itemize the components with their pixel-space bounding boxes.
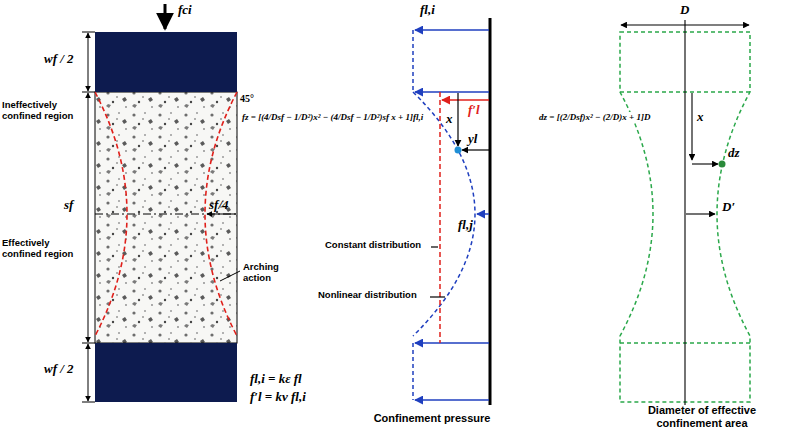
angle-label: 45° xyxy=(240,93,254,105)
variable-label: x xyxy=(697,110,704,125)
pressure-point xyxy=(455,147,462,154)
variable-label: dz xyxy=(728,146,740,161)
dimension-label: sf xyxy=(64,198,73,213)
diameter-arrows xyxy=(686,213,715,214)
measure-arrows xyxy=(431,246,438,247)
variable-label: yl xyxy=(468,132,477,147)
dimension-lines xyxy=(82,343,95,344)
pressure-wall xyxy=(490,18,491,405)
arching-curves xyxy=(95,92,237,336)
pressure-arrows-blue xyxy=(415,91,489,93)
specimen xyxy=(95,32,237,402)
pressure-label: fl,j xyxy=(458,218,473,233)
diameter-point xyxy=(719,161,726,168)
measure-arrows xyxy=(462,149,489,150)
pressure-arrows-blue xyxy=(413,30,489,400)
equation: fz = [(4/Dsf − 1/D²)x² − (4/Dsf − 1/D²)s… xyxy=(241,112,424,122)
constant-pressure xyxy=(440,92,489,343)
pressure-point xyxy=(455,147,462,154)
dimension-label: wf / 2 xyxy=(44,362,74,377)
constant-pressure xyxy=(442,99,489,101)
formula-label: f′l = kv fl,i xyxy=(250,390,306,405)
diameter-arrows xyxy=(621,20,749,405)
dimension-label: sf/4 xyxy=(209,198,229,213)
dimension-lines xyxy=(82,92,95,93)
panel-caption: Confinement pressure xyxy=(362,412,502,425)
dimension-lines xyxy=(82,402,95,403)
measure-arrows xyxy=(457,93,458,146)
specimen xyxy=(95,92,237,343)
note-label: Constant distribution xyxy=(325,240,421,251)
arching-curves xyxy=(205,92,237,336)
dimension-lines xyxy=(82,32,95,33)
measure-arrows xyxy=(430,296,445,297)
pressure-arrows-blue xyxy=(415,342,489,344)
diameter-arrows xyxy=(684,20,685,405)
variable-label: x xyxy=(446,112,453,127)
diameter-arrows xyxy=(691,93,692,160)
constant-pressure xyxy=(439,92,441,343)
diameter-arrows xyxy=(692,163,718,164)
pressure-arrows-blue xyxy=(477,213,489,215)
dimension-label: D xyxy=(680,3,689,18)
dimension-lines xyxy=(88,93,89,342)
dimension-lines xyxy=(88,33,89,91)
region-label: Ineffectively confined region xyxy=(2,100,80,122)
specimen xyxy=(95,32,237,92)
pressure-arrows-blue xyxy=(413,92,475,336)
measure-arrows xyxy=(430,93,489,297)
diameter-arrows xyxy=(621,24,749,25)
region-label: Effectively confined region xyxy=(2,238,80,260)
pressure-arrows-blue xyxy=(412,30,414,92)
dimension-label: D′ xyxy=(722,200,735,215)
equation: dz = [(2/Dsf)x² − (2/D)x + 1]D xyxy=(538,112,651,122)
dimension-lines xyxy=(82,32,240,402)
pressure-label: fl,i xyxy=(420,3,435,18)
note-label: Arching action xyxy=(243,262,293,284)
load-label: fci xyxy=(178,3,192,18)
load-arrow xyxy=(165,4,166,29)
dimension-lines xyxy=(88,344,89,401)
dimension-lines xyxy=(207,214,236,215)
dimension-label: wf / 2 xyxy=(44,52,74,67)
pressure-arrows-blue xyxy=(415,29,489,31)
specimen xyxy=(95,343,237,402)
pressure-label: f′l xyxy=(468,103,480,118)
panel-caption: Diameter of effective confinement area xyxy=(622,404,782,429)
note-label: Nonlinear distribution xyxy=(318,290,417,301)
formula-label: fl,i = kε fl xyxy=(250,372,302,387)
diameter-point xyxy=(719,161,726,168)
load-arrow xyxy=(164,4,167,29)
pressure-arrows-blue xyxy=(412,343,414,400)
dimension-lines xyxy=(95,214,237,215)
pressure-arrows-blue xyxy=(415,399,489,401)
pressure-wall xyxy=(489,18,492,405)
dimension-lines xyxy=(220,271,240,281)
